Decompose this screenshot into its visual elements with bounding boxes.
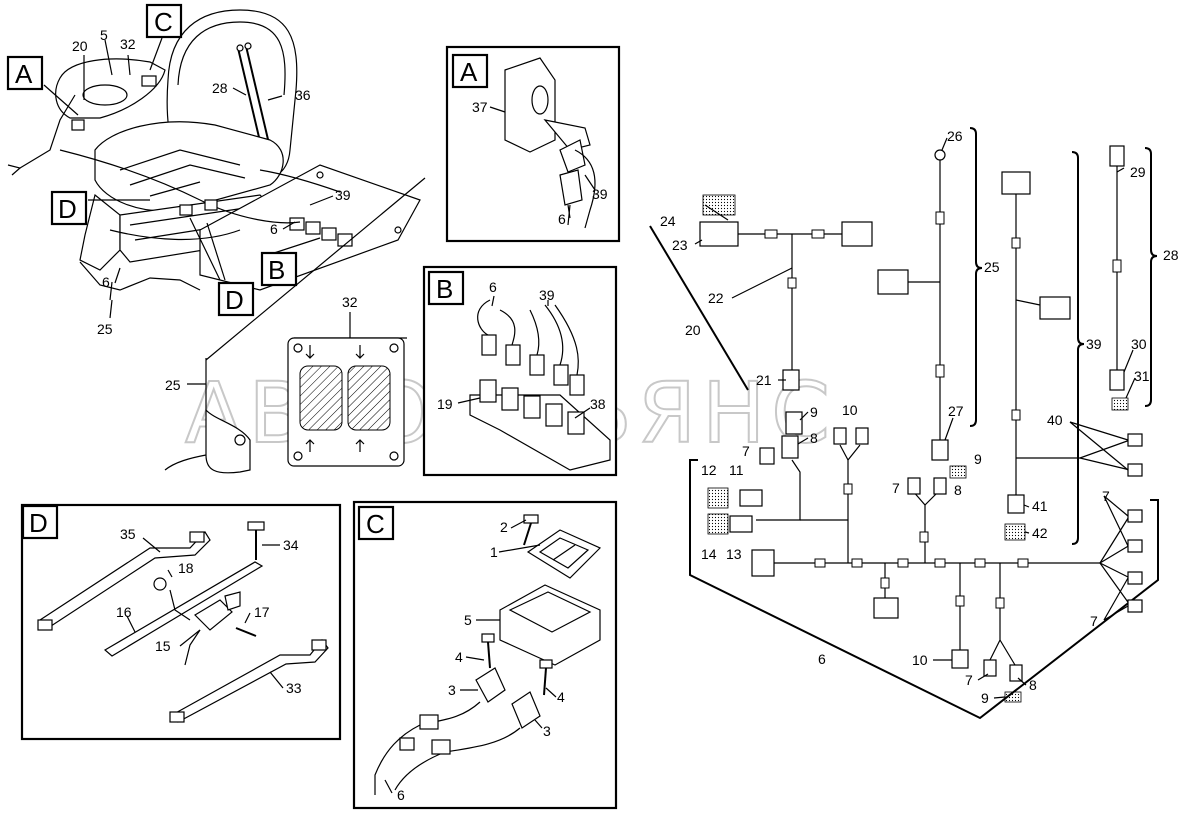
label-21-harness: 21: [756, 372, 772, 388]
label-22-harness: 22: [708, 290, 724, 306]
callout-C-main: C: [145, 3, 183, 39]
seat-assembly-view: [7, 9, 421, 319]
detail-C-panel: C: [352, 500, 618, 810]
label-32-main: 32: [120, 36, 136, 52]
label-20-harness: 20: [685, 322, 701, 338]
svg-text:B: B: [436, 274, 453, 304]
label-39-harness: 39: [1086, 336, 1102, 352]
svg-text:C: C: [154, 7, 173, 37]
svg-text:D: D: [225, 285, 244, 315]
label-6-main-left: 6: [102, 274, 110, 290]
switch-plate-view: [164, 177, 426, 474]
label-25-harness: 25: [984, 259, 1000, 275]
label-7-harness-a: 7: [742, 443, 750, 459]
label-37-detailA: 37: [472, 99, 488, 115]
callout-D-main-bottom: D: [217, 281, 255, 317]
svg-text:A: A: [460, 57, 478, 87]
label-7-harness-b: 7: [892, 480, 900, 496]
label-18-detailD: 18: [178, 560, 194, 576]
svg-text:A: A: [15, 59, 33, 89]
label-33-detailD: 33: [286, 680, 302, 696]
detail-D-panel: D: [20, 503, 342, 741]
label-16-detailD: 16: [116, 604, 132, 620]
label-39-detailA: 39: [592, 186, 608, 202]
label-15-detailD: 15: [155, 638, 171, 654]
callout-B-main: B: [260, 251, 298, 287]
label-10-harness-b: 10: [912, 652, 928, 668]
label-9-harness-a: 9: [810, 404, 818, 420]
label-42-harness: 42: [1032, 525, 1048, 541]
label-7-harness-c: 7: [1102, 488, 1110, 504]
label-6-detailB: 6: [489, 279, 497, 295]
label-9-harness-b: 9: [974, 451, 982, 467]
label-39-main: 39: [335, 187, 351, 203]
label-3-detailC-left: 3: [448, 682, 456, 698]
label-5-main: 5: [100, 27, 108, 43]
callout-D-main-left: D: [50, 190, 88, 226]
label-28-main: 28: [212, 80, 228, 96]
label-1-detailC: 1: [490, 544, 498, 560]
label-3-detailC-right: 3: [543, 723, 551, 739]
label-34-detailD: 34: [283, 537, 299, 553]
label-35-detailD: 35: [120, 526, 136, 542]
label-36-main: 36: [295, 87, 311, 103]
svg-text:D: D: [29, 508, 48, 538]
label-14-harness: 14: [701, 546, 717, 562]
label-41-harness: 41: [1032, 498, 1048, 514]
label-17-detailD: 17: [254, 604, 270, 620]
label-6-harness: 6: [818, 651, 826, 667]
label-7-harness-e: 7: [965, 672, 973, 688]
label-13-harness: 13: [726, 546, 742, 562]
label-6-main-right: 6: [270, 221, 278, 237]
svg-text:D: D: [58, 194, 77, 224]
svg-text:C: C: [366, 509, 385, 539]
label-6-detailA: 6: [558, 211, 566, 227]
label-27-harness: 27: [948, 403, 964, 419]
label-32-switch: 32: [342, 294, 358, 310]
label-30-harness: 30: [1131, 336, 1147, 352]
label-39-detailB: 39: [539, 287, 555, 303]
label-38-detailB: 38: [590, 396, 606, 412]
label-25-main: 25: [97, 321, 113, 337]
label-6-detailC: 6: [397, 787, 405, 803]
label-25-switch: 25: [165, 377, 181, 393]
label-26-harness: 26: [947, 128, 963, 144]
label-8-harness-c: 8: [1029, 677, 1037, 693]
label-4-detailC-left: 4: [455, 649, 463, 665]
label-11-harness: 11: [729, 462, 744, 478]
harness-schematic: [649, 127, 1159, 720]
label-28-harness: 28: [1163, 247, 1179, 263]
label-8-harness-a: 8: [810, 430, 818, 446]
label-19-detailB: 19: [437, 396, 453, 412]
label-5-detailC: 5: [464, 612, 472, 628]
label-23-harness: 23: [672, 237, 688, 253]
label-8-harness-b: 8: [954, 482, 962, 498]
label-29-harness: 29: [1130, 164, 1146, 180]
detail-B-panel: B: [422, 265, 618, 477]
label-12-harness: 12: [701, 462, 717, 478]
label-4-detailC-right: 4: [557, 689, 565, 705]
svg-text:B: B: [268, 255, 285, 285]
label-9-harness-c: 9: [981, 690, 989, 706]
callout-A-main: A: [6, 55, 44, 91]
label-7-harness-d: 7: [1090, 613, 1098, 629]
label-24-harness: 24: [660, 213, 676, 229]
label-20-main: 20: [72, 38, 88, 54]
label-10-harness-a: 10: [842, 402, 858, 418]
detail-A-panel: A: [445, 45, 621, 243]
label-31-harness: 31: [1134, 368, 1150, 384]
label-2-detailC: 2: [500, 519, 508, 535]
label-40-harness: 40: [1047, 412, 1063, 428]
